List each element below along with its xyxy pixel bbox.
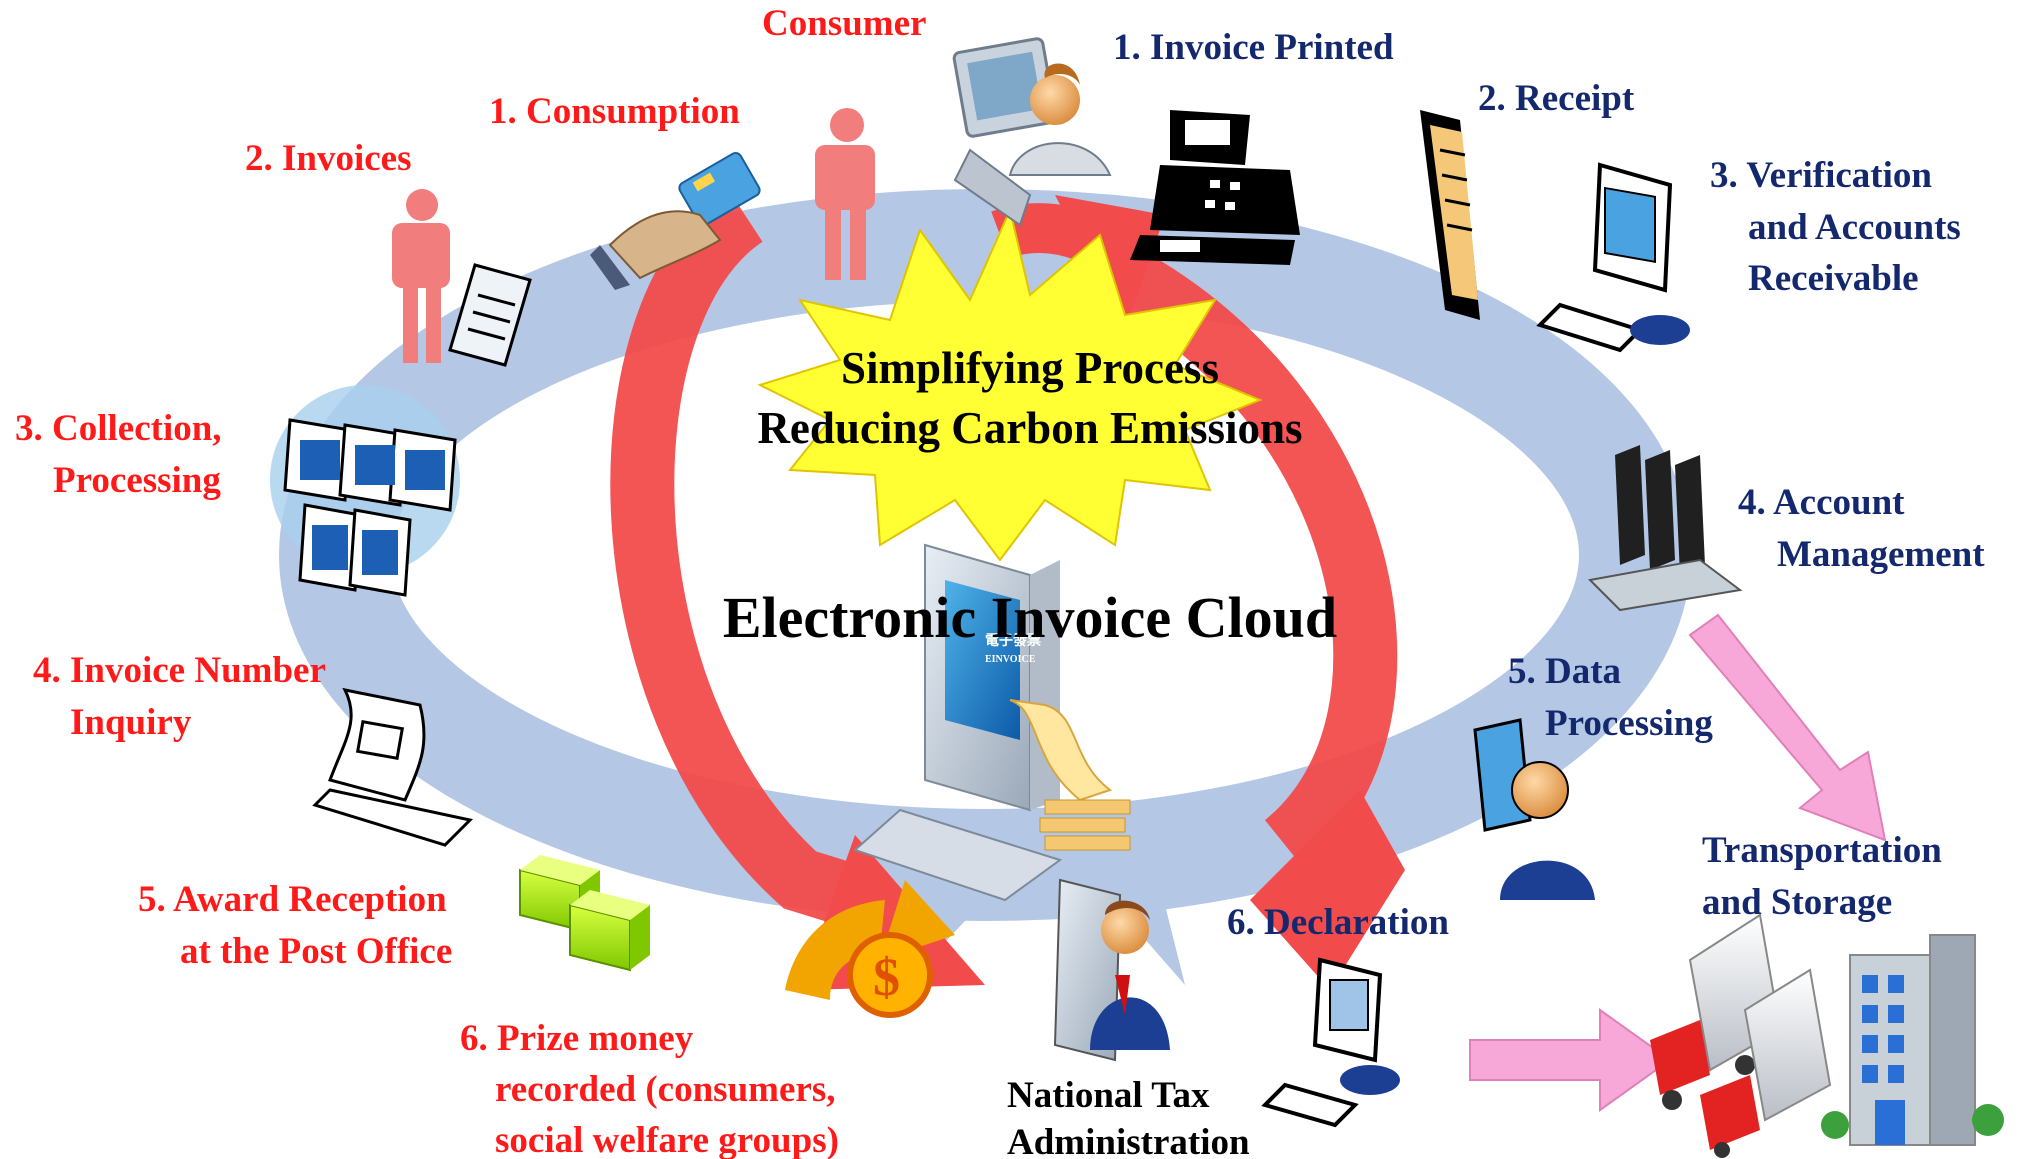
pink-arrow-right	[1469, 1008, 1672, 1112]
business-step3-label-line2: and Accounts	[1748, 207, 1961, 248]
receipt-document-icon	[1420, 110, 1480, 320]
business-step4-label-line1: 4. Account	[1738, 482, 1905, 523]
business-step3-label-line3: Receivable	[1748, 258, 1919, 299]
account-binders-icon	[1587, 445, 1743, 612]
pink-arrows	[1469, 613, 1887, 1112]
buildings-icon	[519, 855, 650, 972]
declaration-computer-icon	[1261, 957, 1400, 1128]
screen-logo: 電子發票	[985, 632, 1041, 649]
cash-register-icon	[1130, 110, 1300, 265]
invoices-person-icon	[392, 189, 450, 363]
consumer-step6-label-line1: 6. Prize money	[460, 1018, 694, 1059]
red-arrowhead-top	[1055, 195, 1165, 330]
credit-card-hand-icon	[590, 152, 761, 290]
consumer-step6-label-line3: social welfare groups)	[495, 1120, 839, 1159]
consumer-step5-label-line1: 5. Award Reception	[138, 879, 447, 920]
red-arrowhead-right	[1250, 790, 1405, 990]
business-step4-label-line2: Management	[1777, 534, 1985, 575]
printed-invoice	[1009, 699, 1113, 802]
authority-label-line2: Administration	[1007, 1122, 1250, 1159]
prize-money-icon: $	[785, 880, 955, 1018]
dollar-glyph: $	[873, 947, 900, 1007]
burst-line1: Simplifying Process	[841, 343, 1219, 393]
business-step5-label-line1: 5. Data	[1508, 651, 1621, 692]
transport-label-line1: Transportation	[1702, 830, 1942, 871]
consumer-step3-label-line2: Processing	[53, 460, 221, 501]
cloud-title: Electronic Invoice Cloud	[723, 585, 1337, 650]
warehouse-building-icon	[1821, 934, 2004, 1146]
consumer-step4-label-line2: Inquiry	[70, 702, 192, 743]
consumer-heading: Consumer	[762, 3, 926, 44]
consumer-step1-label: 1. Consumption	[489, 91, 740, 132]
business-step6-label: 6. Declaration	[1227, 902, 1449, 943]
consumer-step6-label-line2: recorded (consumers,	[495, 1069, 835, 1110]
ring-arrowhead-right	[1115, 825, 1185, 985]
verification-computer-icon	[1536, 162, 1690, 353]
authority-label-line1: National Tax	[1007, 1075, 1210, 1116]
burst-line2: Reducing Carbon Emissions	[757, 403, 1302, 453]
business-step5-label-line2: Processing	[1545, 703, 1713, 744]
business-step1-label: 1. Invoice Printed	[1113, 27, 1394, 68]
consumer-step2-label: 2. Invoices	[245, 138, 412, 179]
receipt-phone-icon	[448, 263, 532, 367]
business-step3-label-line1: 3. Verification	[1710, 155, 1932, 196]
consumer-step3-label-line1: 3. Collection,	[15, 408, 222, 449]
starburst	[757, 206, 1263, 562]
consumer-computer-icon	[952, 37, 1112, 227]
cloud-monitor-icon: 電子發票 EINVOICE	[853, 543, 1131, 902]
consumer-person-icon	[815, 108, 875, 280]
trucks-icon	[1650, 913, 1832, 1158]
pink-arrow-down	[1688, 613, 1887, 842]
collection-documents-icon	[270, 385, 460, 597]
data-processing-person-icon	[1473, 718, 1595, 900]
business-step2-label: 2. Receipt	[1478, 78, 1635, 119]
newspaper-icon	[312, 687, 474, 847]
consumer-step5-label-line2: at the Post Office	[180, 931, 452, 972]
transport-label-line2: and Storage	[1702, 882, 1892, 923]
screen-logo-sub: EINVOICE	[985, 654, 1036, 665]
tax-officer-icon	[1053, 878, 1170, 1062]
consumer-step4-label-line1: 4. Invoice Number	[33, 650, 326, 691]
